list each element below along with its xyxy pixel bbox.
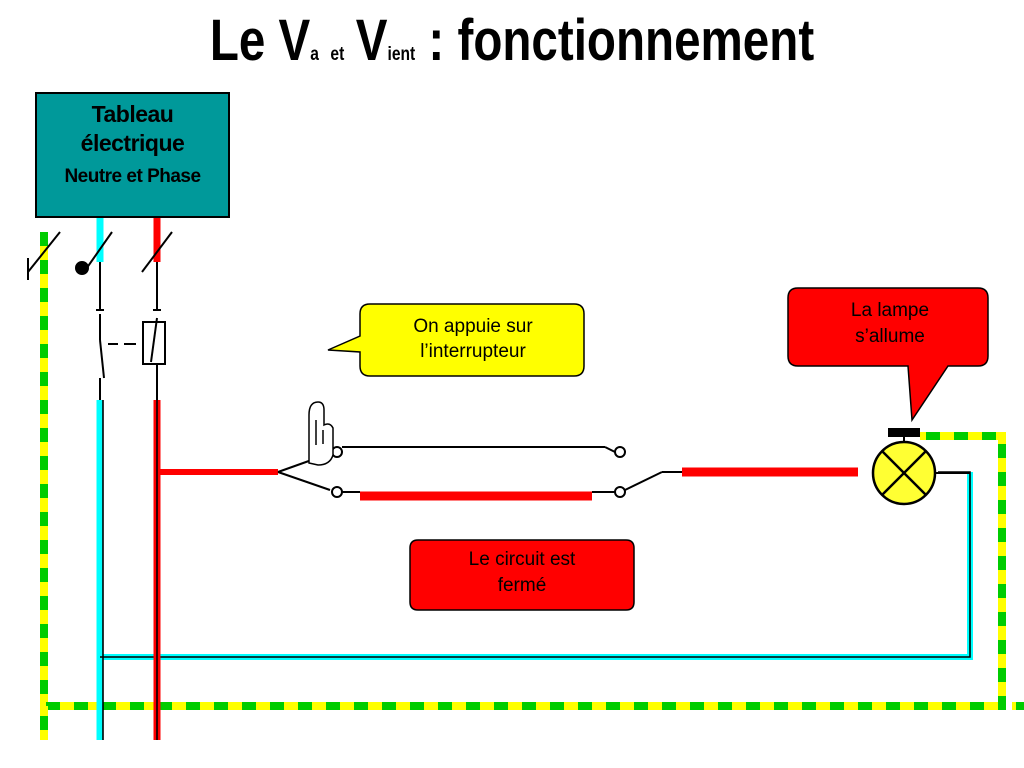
earth-conductor [40,232,1024,740]
callout-closed-shape [409,539,635,611]
callout-press: On appuie sur l’interrupteur [362,306,584,364]
callout-lamp-shape [787,287,989,423]
callout-closed-line1: Le circuit est [468,549,576,570]
pointing-hand-icon [308,401,334,466]
panel-subtitle: Neutre et Phase [64,166,201,187]
title-sub2: et [330,44,345,65]
title-part1: Le V [209,8,311,73]
panel-line1: Tableau [91,101,174,127]
callout-closed-line2: fermé [497,575,547,596]
callout-lamp-line1: La lampe [850,300,930,321]
title-sub3: ient [387,44,416,65]
panel-title: Tableau électrique [37,100,228,158]
phase-conductor [153,218,278,740]
title-part3: : fonctionnement [428,8,815,73]
electrical-panel: Tableau électrique Neutre et Phase [35,92,230,218]
callout-press-line1: On appuie sur [413,316,533,337]
title-sub1: a [310,44,319,65]
title-part2: V [355,8,388,73]
callout-press-shape [327,303,585,377]
callout-closed: Le circuit est fermé [410,545,634,599]
callout-lamp: La lampe s’allume [790,290,990,350]
callout-lamp-line2: s’allume [855,326,925,347]
breaker-switches [27,231,173,400]
lamp-icon [871,428,970,506]
panel-line2: électrique [80,130,185,156]
callout-press-line2: l’interrupteur [420,341,526,362]
